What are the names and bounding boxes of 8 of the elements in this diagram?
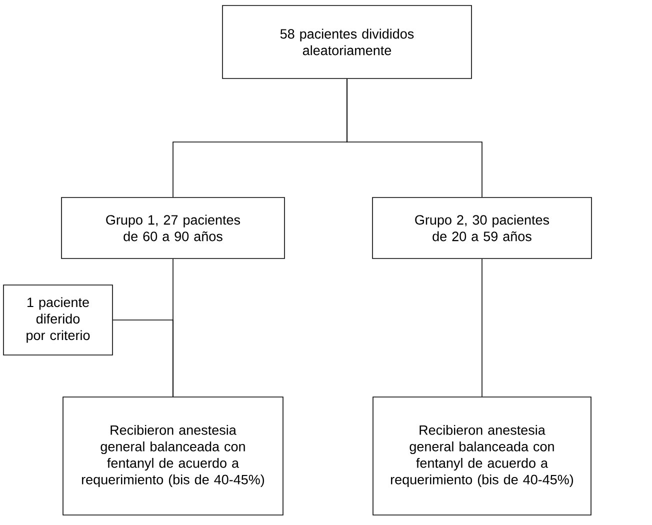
process-box: 58 pacientes divididos aleatoriamente	[222, 5, 472, 79]
process-box: Recibieron anestesia general balanceada con fentanyl de acuerdo a requerimiento (bis de 40-45%)	[372, 396, 592, 516]
process-box: Recibieron anestesia general balanceada con fentanyl de acuerdo a requerimiento (bis de 40-45%)	[62, 396, 284, 516]
connector-line	[172, 78, 348, 198]
connector-line	[172, 258, 174, 397]
process-box: Grupo 1, 27 pacientes de 60 a 90 años	[61, 197, 285, 259]
process-box: Grupo 2, 30 pacientes de 20 a 59 años	[372, 197, 592, 259]
process-box: 1 paciente diferido por criterio	[3, 284, 113, 356]
